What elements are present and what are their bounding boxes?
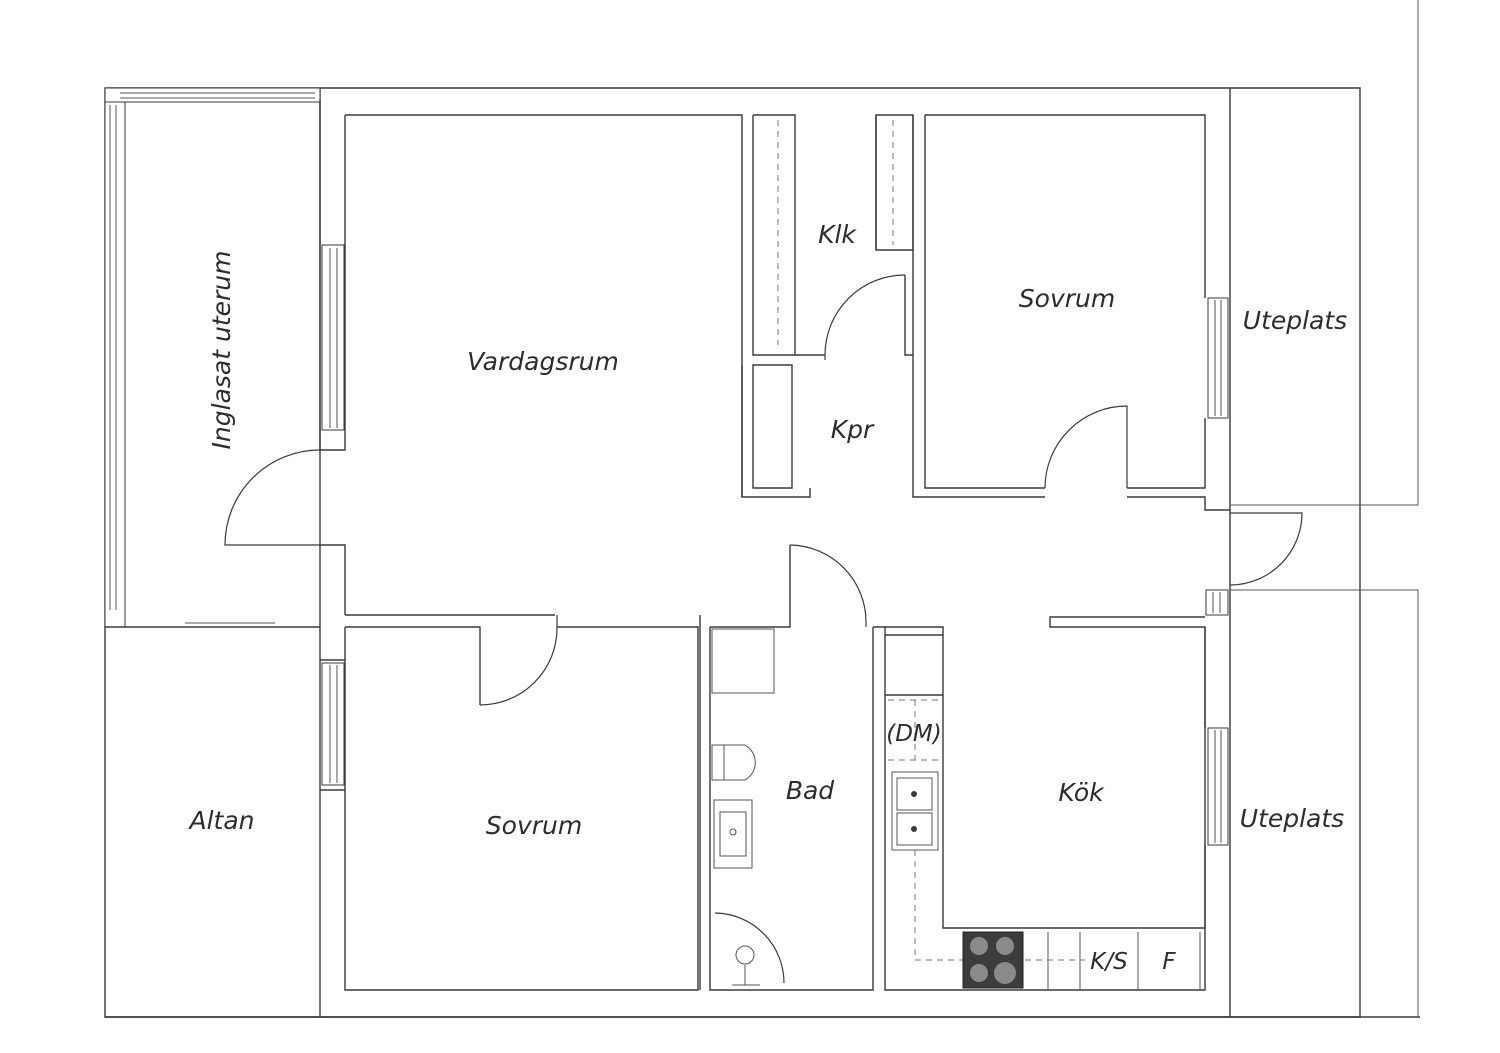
room-label-kok: Kök	[1058, 778, 1105, 807]
room-label-bad: Bad	[786, 776, 834, 805]
outer-walls	[104, 0, 1420, 1018]
fixture-label-dm: (DM)	[886, 721, 942, 747]
fixture-label-ks: K/S	[1090, 949, 1127, 975]
entrance-door	[1205, 512, 1303, 616]
glazed-sunroom-windows	[104, 87, 321, 628]
top-bedroom-walls	[924, 114, 1230, 511]
closets-walls	[741, 114, 1045, 498]
room-label-klk: Klk	[818, 220, 857, 249]
room-label-sovrum-bottom: Sovrum	[486, 811, 582, 840]
bottom-bedroom-walls	[320, 626, 699, 991]
room-label-uteplats-bottom: Uteplats	[1240, 804, 1344, 833]
room-label-sovrum-top: Sovrum	[1019, 284, 1115, 313]
room-label-inglasat-uterum: Inglasat uterum	[207, 251, 236, 450]
room-label-uteplats-top: Uteplats	[1243, 306, 1347, 335]
kitchen-walls	[873, 616, 1229, 991]
room-label-vardagsrum: Vardagsrum	[467, 347, 619, 376]
bedroom-door-arc	[479, 615, 558, 706]
bathroom-walls	[699, 544, 874, 991]
fixture-label-f: F	[1162, 949, 1176, 975]
room-label-altan: Altan	[187, 806, 254, 835]
living-room-walls	[345, 114, 811, 705]
sunroom-wall	[224, 100, 346, 615]
room-label-kpr: Kpr	[831, 415, 875, 444]
